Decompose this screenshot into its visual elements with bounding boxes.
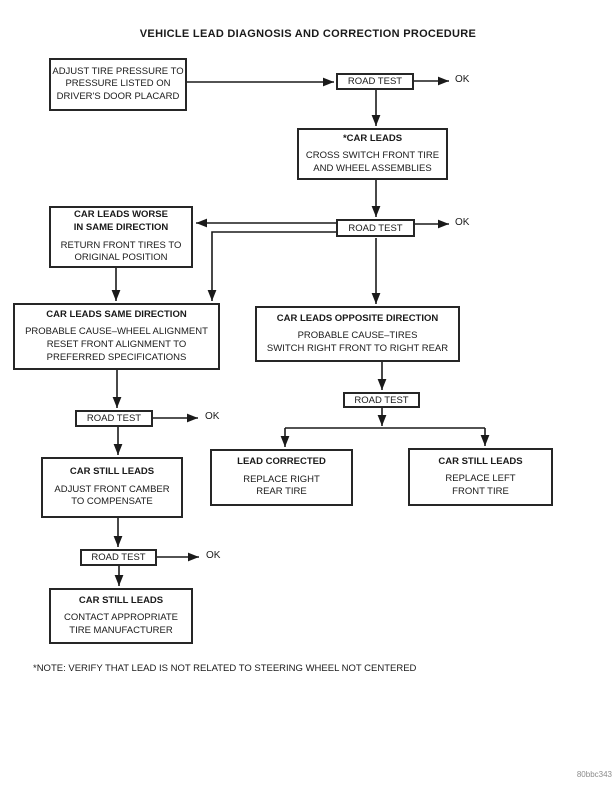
node-car-leads-opposite-direction: CAR LEADS OPPOSITE DIRECTION PROBABLE CA… [255,306,460,362]
node-title: CAR STILL LEADS [69,466,155,478]
node-body: PROBABLE CAUSE–TIRES SWITCH RIGHT FRONT … [266,330,449,354]
node-title: *CAR LEADS [342,132,403,144]
node-car-leads: *CAR LEADS CROSS SWITCH FRONT TIRE AND W… [297,128,448,180]
road-test-label: ROAD TEST [347,76,403,87]
node-car-still-leads-front-tire: CAR STILL LEADS REPLACE LEFT FRONT TIRE [408,448,553,506]
road-test-label: ROAD TEST [354,394,409,406]
node-body: CROSS SWITCH FRONT TIRE AND WHEEL ASSEMB… [305,150,440,174]
road-test-label: ROAD TEST [91,552,146,563]
road-test-box-4: ROAD TEST [343,392,420,408]
node-body: ADJUST TIRE PRESSURE TO PRESSURE LISTED … [52,65,184,102]
arrow-roadtest2-to-same-direction [207,231,336,301]
node-body: REPLACE RIGHT REAR TIRE [243,473,320,498]
road-test-box-3: ROAD TEST [75,410,153,427]
ok-label-1: OK [455,74,470,85]
page-title: VEHICLE LEAD DIAGNOSIS AND CORRECTION PR… [139,28,477,40]
node-car-still-leads-camber: CAR STILL LEADS ADJUST FRONT CAMBER TO C… [41,457,183,518]
node-car-still-leads-contact: CAR STILL LEADS CONTACT APPROPRIATE TIRE… [49,588,193,644]
node-car-leads-worse: CAR LEADS WORSE IN SAME DIRECTION RETURN… [49,206,193,268]
node-title: CAR LEADS SAME DIRECTION [46,308,187,320]
node-title: CAR STILL LEADS [78,594,164,606]
ok-label-2: OK [455,217,470,228]
node-title: LEAD CORRECTED [237,456,326,468]
node-title: CAR LEADS OPPOSITE DIRECTION [276,312,439,324]
node-title: CAR LEADS WORSE IN SAME DIRECTION [73,209,169,233]
ok-label-3: OK [205,411,220,422]
node-lead-corrected: LEAD CORRECTED REPLACE RIGHT REAR TIRE [210,449,353,506]
node-car-leads-same-direction: CAR LEADS SAME DIRECTION PROBABLE CAUSE–… [13,303,220,370]
node-body: REPLACE LEFT FRONT TIRE [445,473,516,497]
node-body: PROBABLE CAUSE–WHEEL ALIGNMENT RESET FRO… [25,326,208,363]
node-body: CONTACT APPROPRIATE TIRE MANUFACTURER [63,612,179,636]
road-test-box-2: ROAD TEST [336,219,415,237]
road-test-box-1: ROAD TEST [336,73,414,90]
node-adjust-tire-pressure: ADJUST TIRE PRESSURE TO PRESSURE LISTED … [49,58,187,111]
footnote: *NOTE: VERIFY THAT LEAD IS NOT RELATED T… [33,663,417,674]
node-body: ADJUST FRONT CAMBER TO COMPENSATE [54,483,170,508]
road-test-label: ROAD TEST [86,413,142,424]
road-test-label: ROAD TEST [348,222,403,234]
figure-code: 80bbc343 [576,770,612,779]
node-body: RETURN FRONT TIRES TO ORIGINAL POSITION [60,239,182,264]
node-title: CAR STILL LEADS [438,455,523,467]
road-test-box-5: ROAD TEST [80,549,157,566]
ok-label-4: OK [206,550,221,561]
